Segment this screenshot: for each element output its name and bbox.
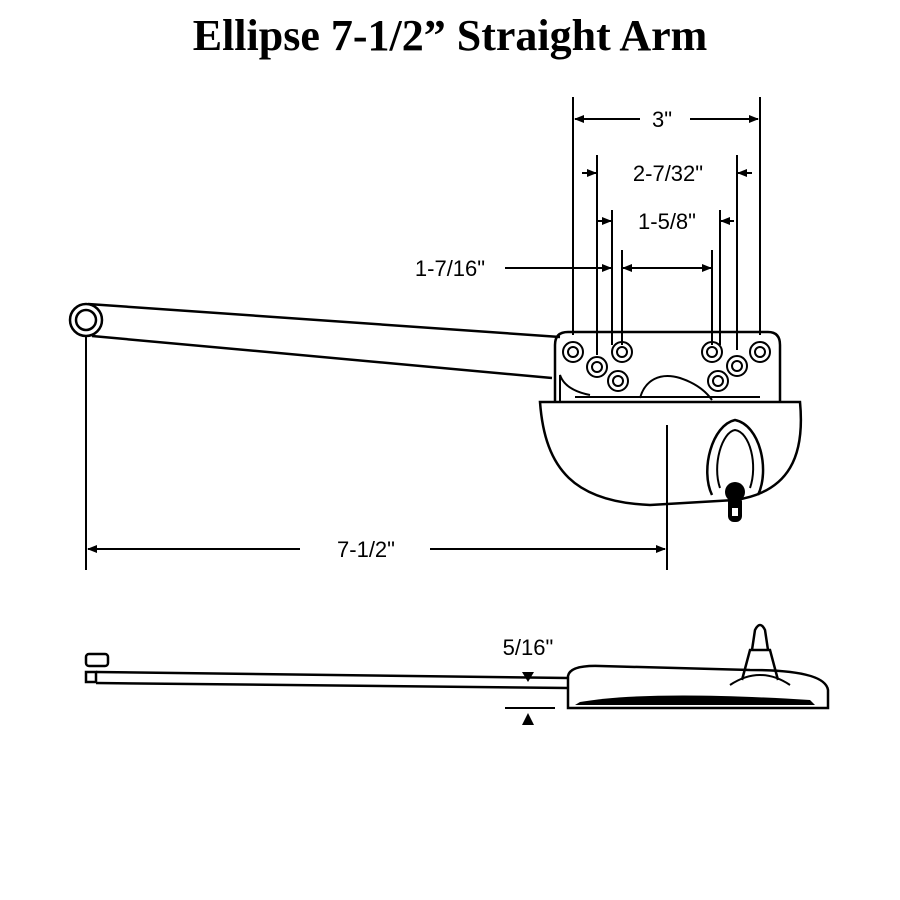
- dimension-1-7-16in: 1-7/16": [415, 256, 712, 281]
- mounting-plate: [553, 330, 782, 402]
- diagram-title: Ellipse 7-1/2” Straight Arm: [192, 11, 708, 60]
- dimension-7-1-2in: 7-1/2": [85, 336, 666, 570]
- extension-lines: [572, 97, 761, 355]
- screws: [562, 341, 771, 392]
- operator-arm: [68, 302, 561, 380]
- dimension-label-5-16in: 5/16": [503, 635, 554, 660]
- operator-cover: [538, 400, 803, 570]
- dimension-label-7-1-2in: 7-1/2": [337, 537, 395, 562]
- dimension-3in: 3": [574, 107, 759, 132]
- dimension-label-1-5-8in: 1-5/8": [638, 209, 696, 234]
- side-view: 5/16": [84, 623, 830, 725]
- dimension-label-1-7-16in: 1-7/16": [415, 256, 485, 281]
- dimension-label-2-7-32in: 2-7/32": [633, 161, 703, 186]
- dimension-label-3in: 3": [652, 107, 672, 132]
- dimension-1-5-8in: 1-5/8": [598, 209, 734, 234]
- dimension-2-7-32in: 2-7/32": [582, 161, 752, 186]
